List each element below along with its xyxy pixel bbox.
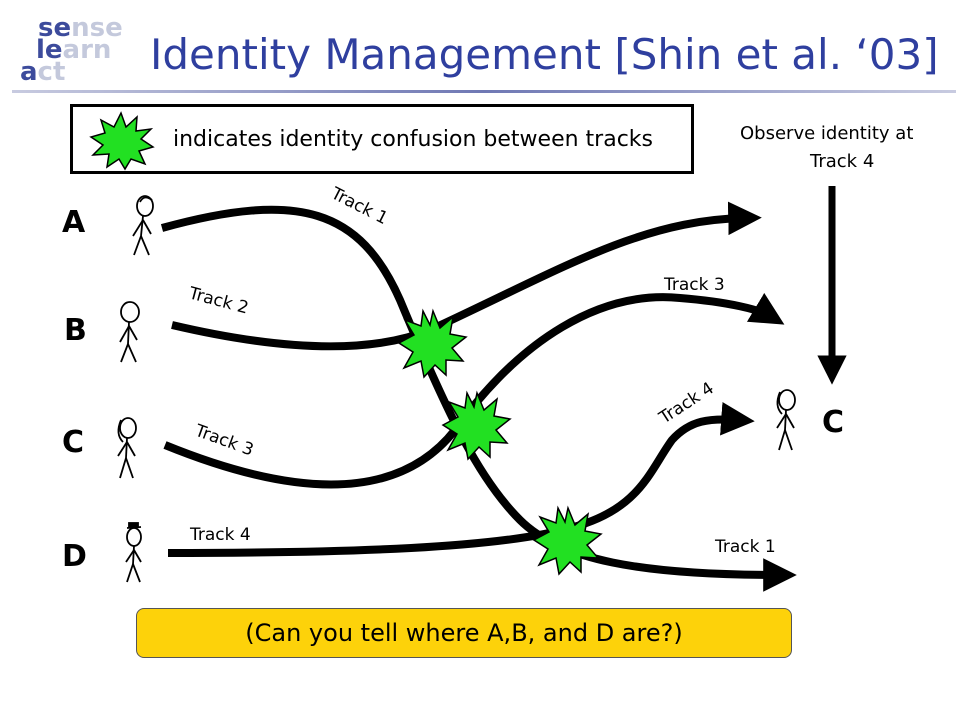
logo-ct: ct bbox=[37, 57, 66, 87]
observe-note: Observe identity at Track 4 bbox=[740, 120, 960, 176]
observe-line-1: Observe identity at bbox=[740, 123, 914, 144]
track-4-path bbox=[167, 402, 755, 557]
stick-figure-d bbox=[125, 522, 142, 583]
person-label-c: C bbox=[62, 425, 84, 460]
logo-le: le bbox=[36, 35, 63, 65]
confusion-burst-2 bbox=[441, 390, 512, 461]
page-title: Identity Management [Shin et al. ‘03] bbox=[150, 30, 939, 79]
track-label-right-3: Track 3 bbox=[663, 275, 725, 295]
track-label-left-2: Track 2 bbox=[186, 283, 251, 318]
question-caption: (Can you tell where A,B, and D are?) bbox=[136, 608, 792, 658]
confusion-burst-1 bbox=[397, 308, 468, 379]
stick-figure-b bbox=[119, 301, 140, 363]
title-divider bbox=[12, 90, 956, 93]
stick-figure-observed-c bbox=[776, 389, 796, 451]
observed-person-label: C bbox=[822, 405, 844, 440]
person-label-b: B bbox=[64, 313, 87, 348]
track-label-left-4: Track 4 bbox=[189, 525, 251, 545]
legend-text: indicates identity confusion between tra… bbox=[173, 127, 653, 152]
person-label-d: D bbox=[62, 539, 87, 574]
stick-figure-c bbox=[117, 417, 137, 479]
star-burst-icon bbox=[89, 111, 155, 171]
track-3-path bbox=[163, 292, 785, 489]
track-label-right-1: Track 1 bbox=[714, 537, 776, 557]
observe-line-2: Track 4 bbox=[810, 151, 875, 172]
sense-learn-act-logo: sense learn act bbox=[14, 14, 134, 86]
track-2-path bbox=[171, 201, 762, 351]
logo-a: a bbox=[20, 57, 38, 87]
stick-figure-a bbox=[132, 195, 154, 256]
confusion-burst-3 bbox=[532, 505, 603, 576]
person-label-a: A bbox=[62, 205, 86, 240]
logo-nse: nse bbox=[71, 13, 123, 43]
legend-box: indicates identity confusion between tra… bbox=[70, 104, 694, 174]
logo-arn: arn bbox=[62, 35, 112, 65]
logo-se: se bbox=[38, 13, 72, 43]
